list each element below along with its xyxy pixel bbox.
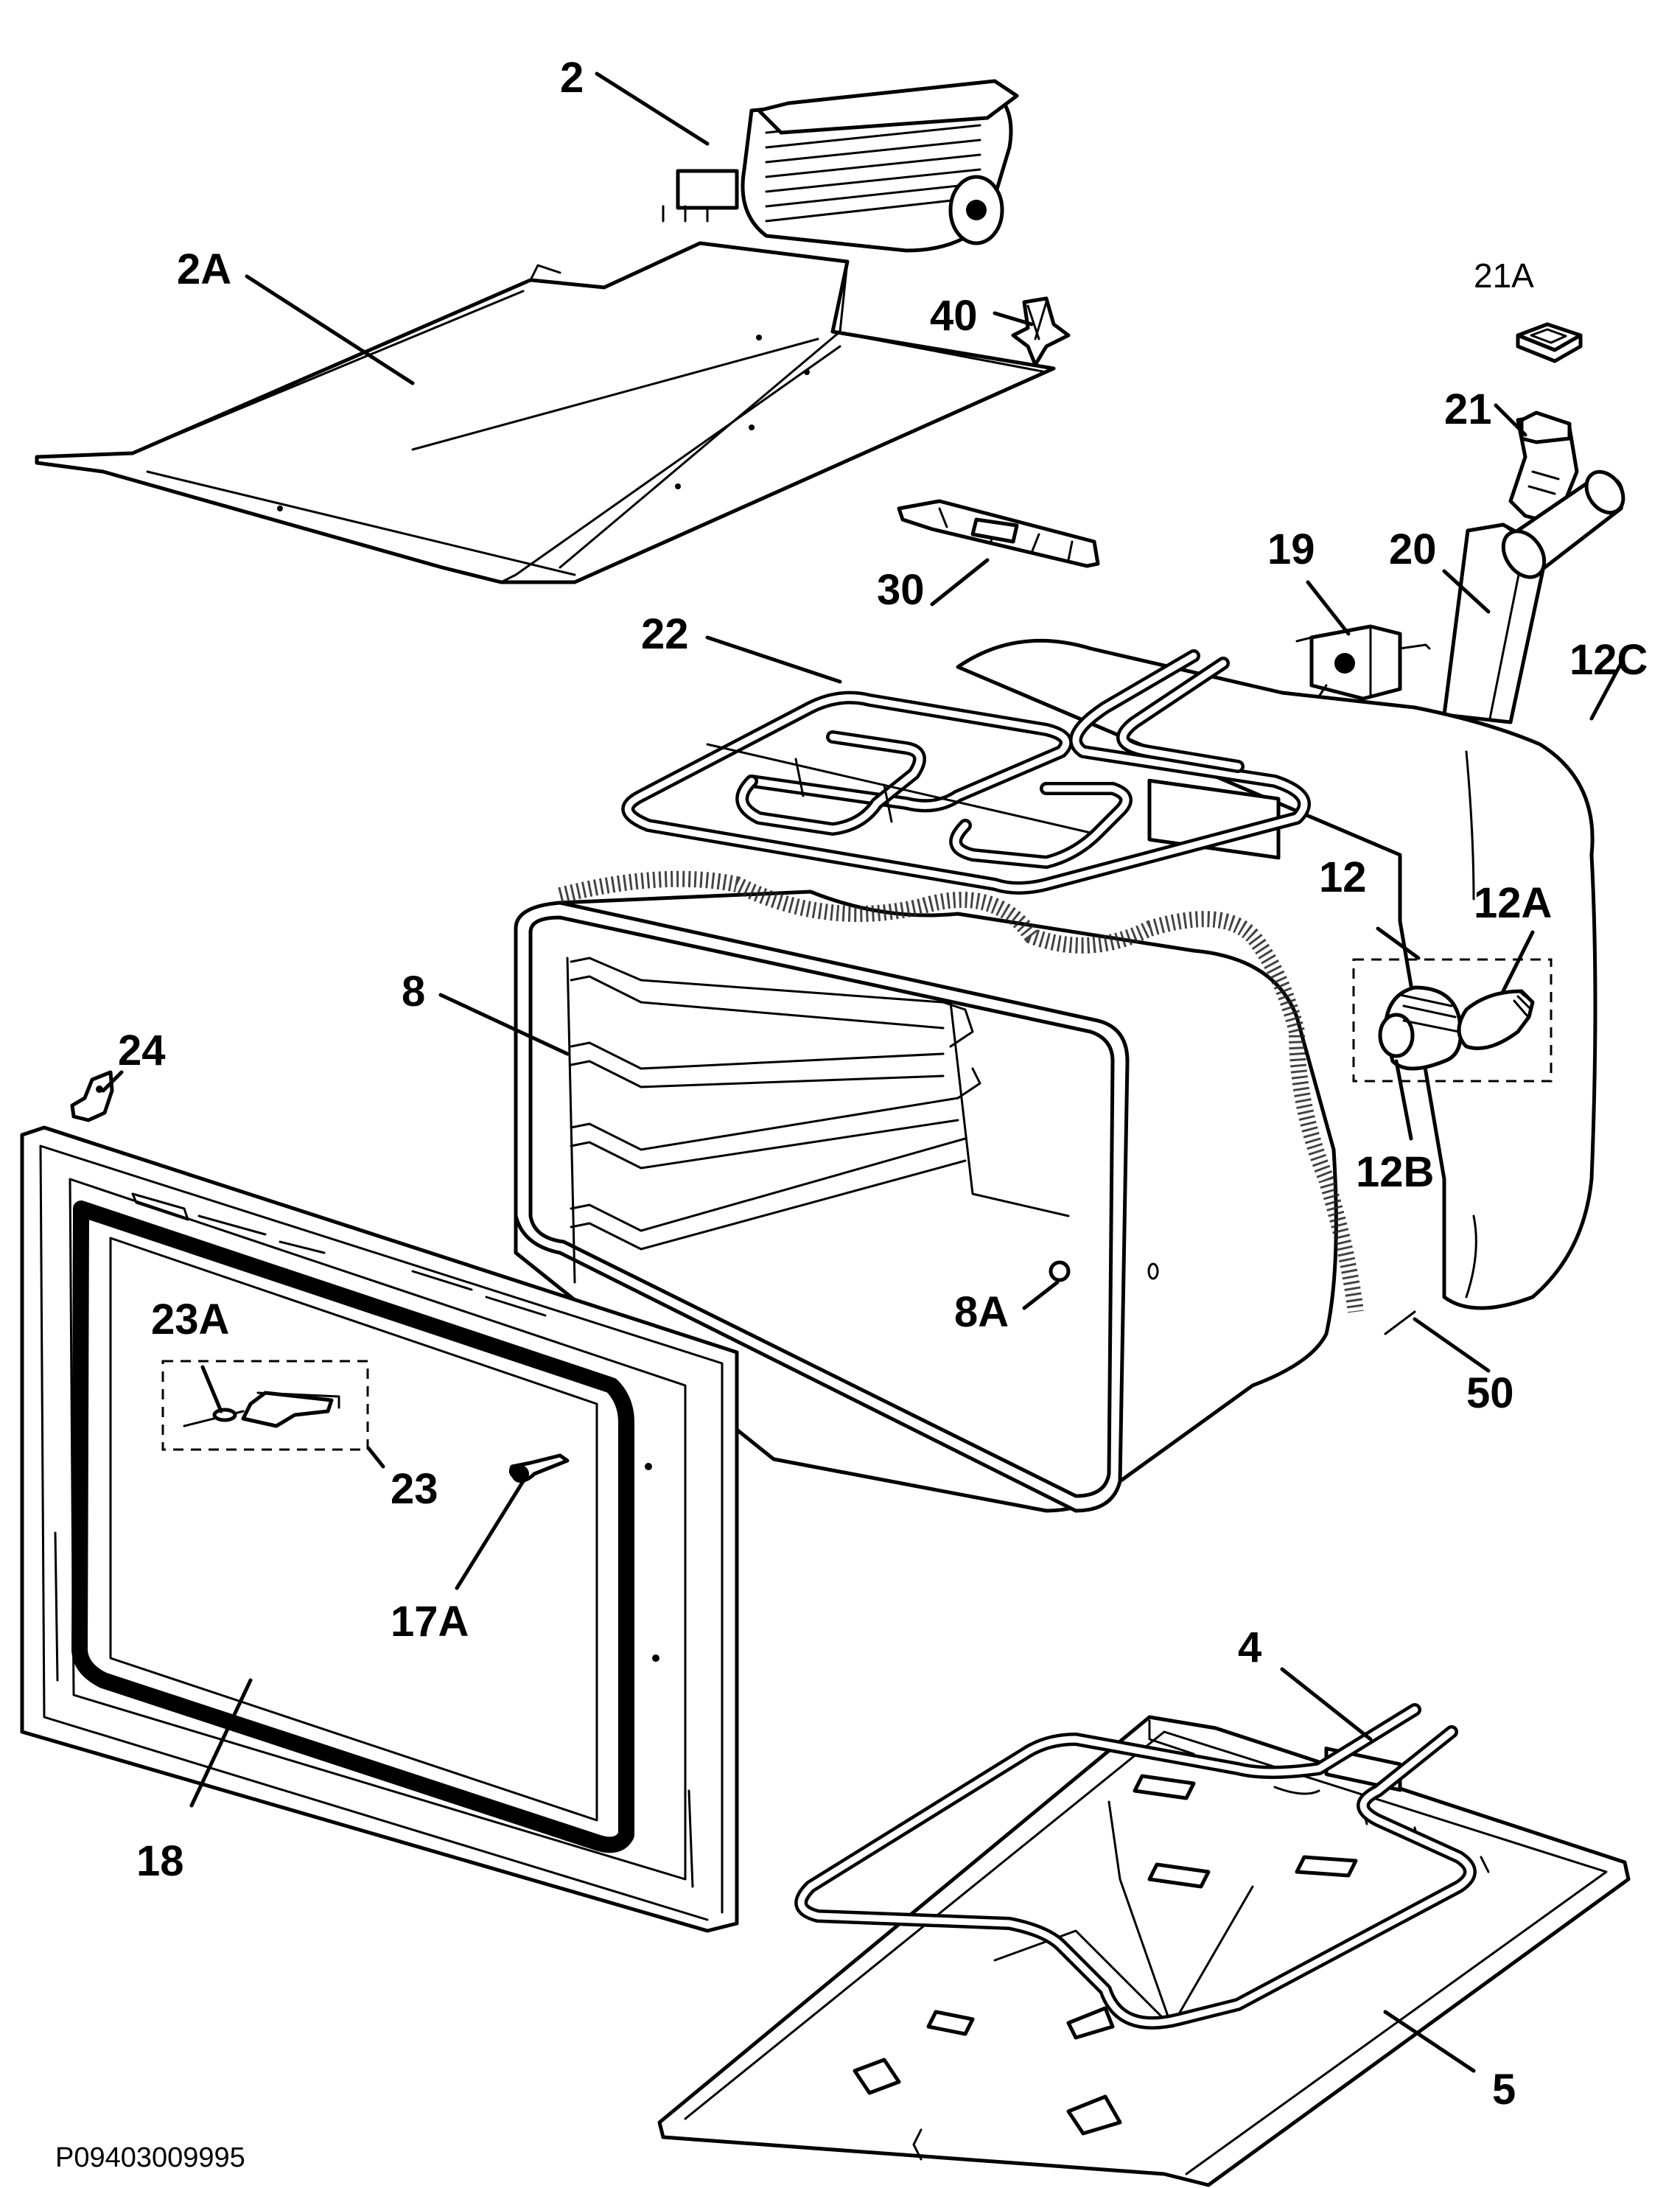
label-18: 18 (136, 1837, 184, 1885)
leader-12B (1394, 1059, 1413, 1141)
label-50: 50 (1466, 1369, 1514, 1417)
part-50-insulation-wrap[interactable] (956, 638, 1597, 1335)
leader-2 (595, 71, 710, 146)
label-12B: 12B (1356, 1148, 1434, 1196)
label-23A: 23A (151, 1296, 229, 1343)
label-12: 12 (1319, 853, 1367, 901)
part-2-cooling-fan[interactable] (662, 79, 1019, 253)
label-21A: 21A (1474, 256, 1534, 295)
leader-19 (1306, 580, 1351, 636)
leader-2A (245, 274, 415, 385)
part-4-bottom-element[interactable] (794, 1703, 1477, 2030)
label-12A: 12A (1474, 879, 1552, 927)
label-12C: 12C (1569, 636, 1648, 684)
part-30-rail[interactable] (897, 499, 1100, 568)
part-5-bottom-tray[interactable] (657, 1715, 1631, 2187)
callout-labels: 2 2A 40 21A 21 20 19 30 22 12C 12 12A 12… (55, 54, 1648, 2173)
label-20: 20 (1389, 525, 1437, 573)
label-23: 23 (391, 1465, 438, 1513)
leader-12C (1589, 661, 1623, 721)
leader-20 (1442, 569, 1491, 614)
leader-lines (101, 71, 1623, 2073)
leader-17A (455, 1479, 525, 1590)
leader-40 (993, 311, 1034, 326)
part-22-grill-element[interactable] (621, 649, 1311, 895)
label-4: 4 (1238, 1623, 1261, 1671)
leader-12 (1376, 926, 1421, 960)
label-21: 21 (1444, 385, 1492, 433)
label-5: 5 (1492, 2066, 1516, 2114)
part-12C-lamp-cover[interactable] (1495, 465, 1631, 585)
leader-18 (189, 1678, 253, 1808)
label-30: 30 (877, 566, 925, 614)
label-22: 22 (641, 610, 689, 658)
leader-5 (1383, 2010, 1476, 2073)
document-code: P09403009995 (55, 2142, 245, 2173)
part-18-door-frame[interactable] (20, 1125, 739, 1933)
label-17A: 17A (391, 1598, 469, 1646)
label-2: 2 (560, 54, 584, 102)
label-24: 24 (118, 1027, 166, 1074)
part-19-thermostat[interactable] (1295, 624, 1431, 701)
leader-8A (1022, 1280, 1060, 1310)
leader-50 (1413, 1317, 1491, 1373)
leader-22 (705, 635, 842, 684)
part-12A-lamp-bulb[interactable] (1457, 989, 1535, 1050)
leader-23 (366, 1446, 385, 1469)
leader-23A (200, 1365, 223, 1413)
label-40: 40 (930, 292, 978, 340)
leader-12A (1501, 930, 1535, 993)
part-2A-deflector-tray[interactable] (35, 241, 1056, 584)
leader-30 (930, 558, 990, 607)
leader-8 (438, 993, 570, 1056)
part-23-hinge-assembly[interactable] (161, 1360, 369, 1451)
leader-4 (1280, 1667, 1373, 1741)
label-19: 19 (1267, 525, 1315, 573)
leader-24 (101, 1070, 124, 1093)
part-21A-seal[interactable] (1516, 322, 1583, 363)
part-24-bracket[interactable] (70, 1070, 114, 1122)
part-40-clip[interactable] (1011, 296, 1071, 367)
label-8: 8 (402, 968, 425, 1016)
label-2A: 2A (177, 245, 231, 293)
leader-21 (1494, 403, 1527, 437)
part-12-lamp-assembly[interactable] (1352, 958, 1553, 1083)
label-8A: 8A (954, 1288, 1009, 1336)
